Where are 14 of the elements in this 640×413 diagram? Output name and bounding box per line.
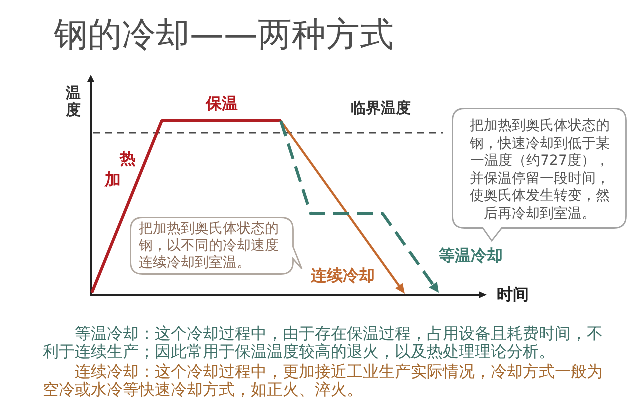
- curve-label: 热: [120, 150, 136, 168]
- curve-label: 加: [105, 171, 121, 190]
- callout-bubble: [452, 108, 628, 244]
- diagram-title: 钢的冷却——两种方式: [54, 15, 394, 56]
- line-label: 临界温度: [351, 100, 411, 118]
- description-paragraph: 连续冷却：这个冷却过程中，更加接近工业生产实际情况，冷却方式一般为空冷或水冷等快速冷却方式，如正火、淬火。: [43, 363, 604, 399]
- curve-label: 等温冷却: [439, 247, 503, 266]
- callout-text: 把加热到奥氏体状态的钢，以不同的冷却速度连续冷却到室温。: [139, 221, 280, 272]
- axis-label: 温度: [66, 85, 81, 118]
- callout-text: 把加热到奥氏体状态的钢，快速冷却到低于某一温度（约727度），并保温停留一段时间，使奥氏体发生转变，然后再冷却到室温。: [469, 118, 611, 223]
- axis-label: 时间: [497, 286, 529, 304]
- curve-label: 连续冷却: [311, 267, 375, 286]
- curve-label: 保温: [206, 95, 238, 114]
- description-paragraph: 等温冷却：这个冷却过程中，由于存在保温过程，占用设备且耗费时间，不利于连续生产；因此常用于保温温度较高的退火，以及热处理理论分析。: [43, 325, 604, 361]
